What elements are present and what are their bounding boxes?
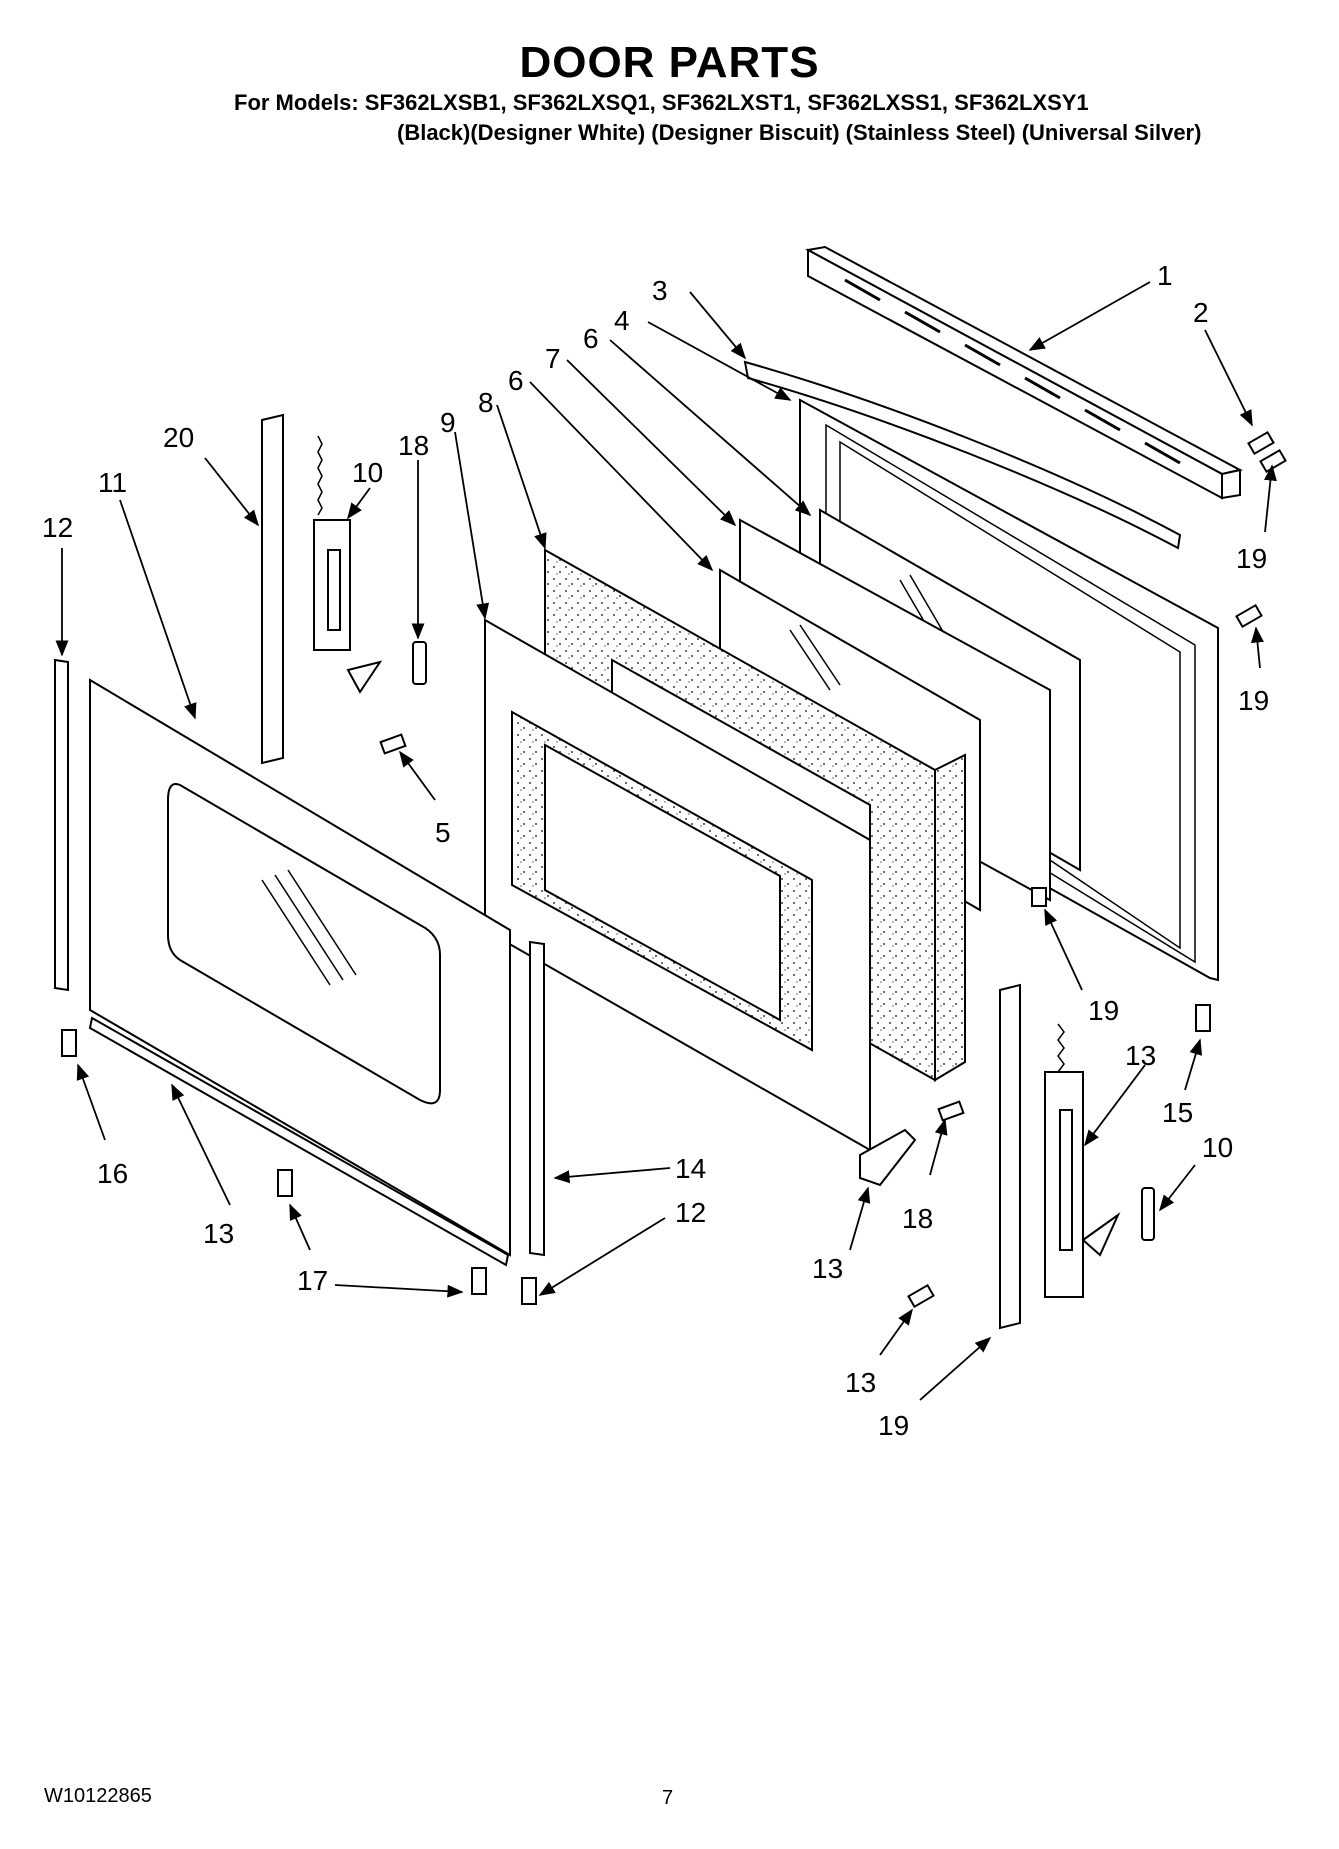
right-hinge-clip-part xyxy=(1141,1187,1155,1241)
callout-label: 7 xyxy=(545,343,561,374)
callout-label: 13 xyxy=(845,1367,876,1398)
screw-icon xyxy=(1259,448,1287,474)
bottom-trim-part xyxy=(88,1016,510,1267)
callout-label: 1 xyxy=(1157,260,1173,291)
callout-label: 19 xyxy=(1088,995,1119,1026)
callout-label: 15 xyxy=(1162,1097,1193,1128)
callout-label: 20 xyxy=(163,422,194,453)
callout-label: 19 xyxy=(1238,685,1269,716)
models-line: For Models: SF362LXSB1, SF362LXSQ1, SF36… xyxy=(234,90,1089,115)
callout-label: 17 xyxy=(297,1265,328,1296)
callout-label: 13 xyxy=(1125,1040,1156,1071)
callout-label: 12 xyxy=(42,512,73,543)
inner-door-liner-part xyxy=(484,618,871,1152)
door-bracket-part xyxy=(859,1128,917,1187)
screw-icon xyxy=(379,733,407,755)
screw-icon xyxy=(61,1029,77,1057)
screw-icon xyxy=(937,1100,965,1122)
screw-icon xyxy=(907,1283,935,1309)
callout-label: 8 xyxy=(478,387,494,418)
callout-label: 5 xyxy=(435,817,451,848)
callout-label: 3 xyxy=(652,275,668,306)
callout-label: 18 xyxy=(398,430,429,461)
door-handle-part xyxy=(743,360,1182,550)
callout-label: 19 xyxy=(1236,543,1267,574)
right-side-channel-part xyxy=(529,940,545,1257)
left-side-channel-part xyxy=(54,658,69,992)
screw-icon xyxy=(1235,603,1263,629)
colors-line: (Black)(Designer White) (Designer Biscui… xyxy=(397,120,1202,145)
callout-label: 16 xyxy=(97,1158,128,1189)
callout-label: 9 xyxy=(440,407,456,438)
right-hinge-channel-part xyxy=(999,983,1021,1330)
callout-label: 18 xyxy=(902,1203,933,1234)
callout-label: 19 xyxy=(878,1410,909,1441)
screw-icon xyxy=(471,1267,487,1295)
document-id: W10122865 xyxy=(44,1785,152,1807)
callout-label: 11 xyxy=(98,467,127,498)
screw-icon xyxy=(1247,430,1275,456)
outer-door-panel-part xyxy=(89,678,511,1257)
screw-icon xyxy=(1195,1004,1211,1032)
leader-lines xyxy=(55,281,1277,1401)
screw-icon xyxy=(521,1277,537,1305)
screw-icon xyxy=(277,1169,293,1197)
glass-clip-part xyxy=(1031,887,1047,907)
callout-label: 2 xyxy=(1193,297,1209,328)
page-number: 7 xyxy=(662,1787,674,1809)
right-hinge-part xyxy=(1044,1023,1121,1298)
callout-label: 10 xyxy=(1202,1132,1233,1163)
callout-label: 6 xyxy=(583,323,599,354)
callout-label: 6 xyxy=(508,365,524,396)
left-hinge-channel-part xyxy=(261,413,284,765)
callout-label: 13 xyxy=(203,1218,234,1249)
callout-label: 10 xyxy=(352,457,383,488)
callout-label: 14 xyxy=(675,1153,706,1184)
vent-trim-part xyxy=(805,245,1243,500)
left-hinge-clip-part xyxy=(412,641,427,685)
callout-label: 4 xyxy=(614,305,630,336)
callout-label: 12 xyxy=(675,1197,706,1228)
page-title: DOOR PARTS xyxy=(519,38,820,87)
callout-label: 13 xyxy=(812,1253,843,1284)
left-hinge-part xyxy=(313,435,383,694)
